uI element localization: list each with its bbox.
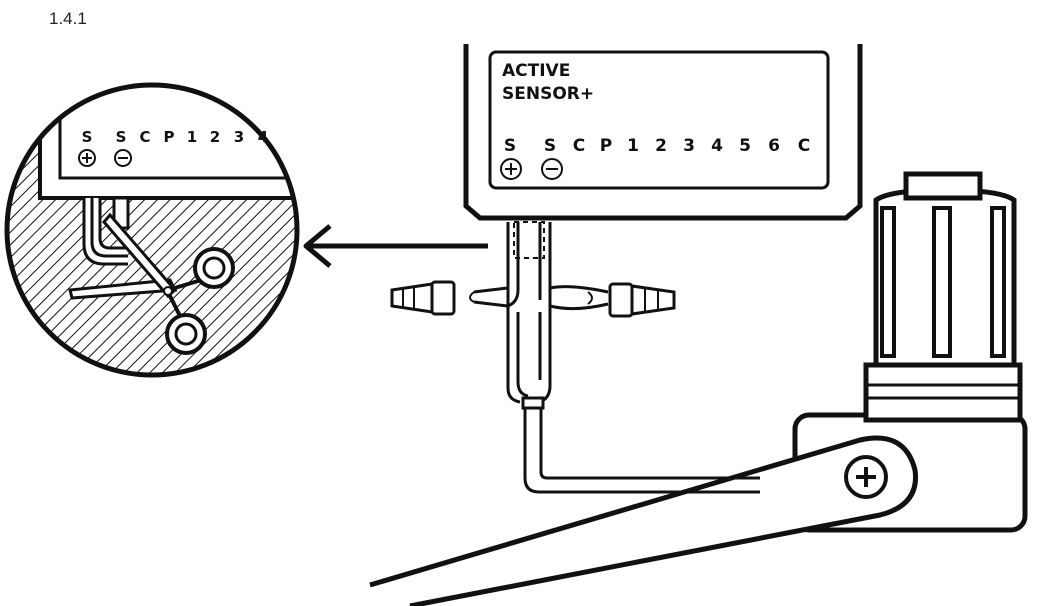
wire-connector-left (390, 280, 456, 316)
wire-connector-right (608, 282, 676, 318)
controller-title-line2: SENSOR+ (502, 84, 594, 104)
controller-terminal-label: 3 (683, 136, 695, 156)
controller-terminal-label: S (544, 136, 556, 156)
controller-terminal-label: 6 (768, 136, 780, 156)
zoom-terminal-label: S (116, 128, 127, 146)
sensor-wires (469, 221, 760, 494)
controller-terminal-label: S (504, 136, 516, 156)
arrow-left-icon (303, 224, 488, 268)
controller-terminal-label: P (600, 136, 612, 156)
controller-minus-icon (541, 158, 563, 180)
zoom-terminal-label: 2 (210, 128, 220, 146)
controller-terminal-label: C (573, 136, 585, 156)
screw-icon (844, 455, 888, 499)
controller-terminal-label: 4 (711, 136, 723, 156)
zoom-terminal-label: 3 (234, 128, 244, 146)
controller-terminal-label: 2 (655, 136, 667, 156)
controller-title-line1: ACTIVE (502, 61, 570, 81)
zoom-minus-icon (114, 149, 132, 167)
controller-terminal-label: 1 (627, 136, 639, 156)
zoom-terminal-label: P (164, 128, 175, 146)
controller-terminal-label: 5 (739, 136, 751, 156)
controller-terminal-label: C (798, 136, 810, 156)
controller-plus-icon (500, 158, 522, 180)
scissors-icon (68, 212, 235, 355)
zoom-terminal-label: S (82, 128, 93, 146)
sprinkler-device (369, 171, 1028, 606)
zoom-terminal-label: C (139, 128, 150, 146)
zoom-terminal-label: 1 (187, 128, 197, 146)
zoom-plus-icon (78, 149, 96, 167)
section-number: 1.4.1 (49, 9, 87, 28)
